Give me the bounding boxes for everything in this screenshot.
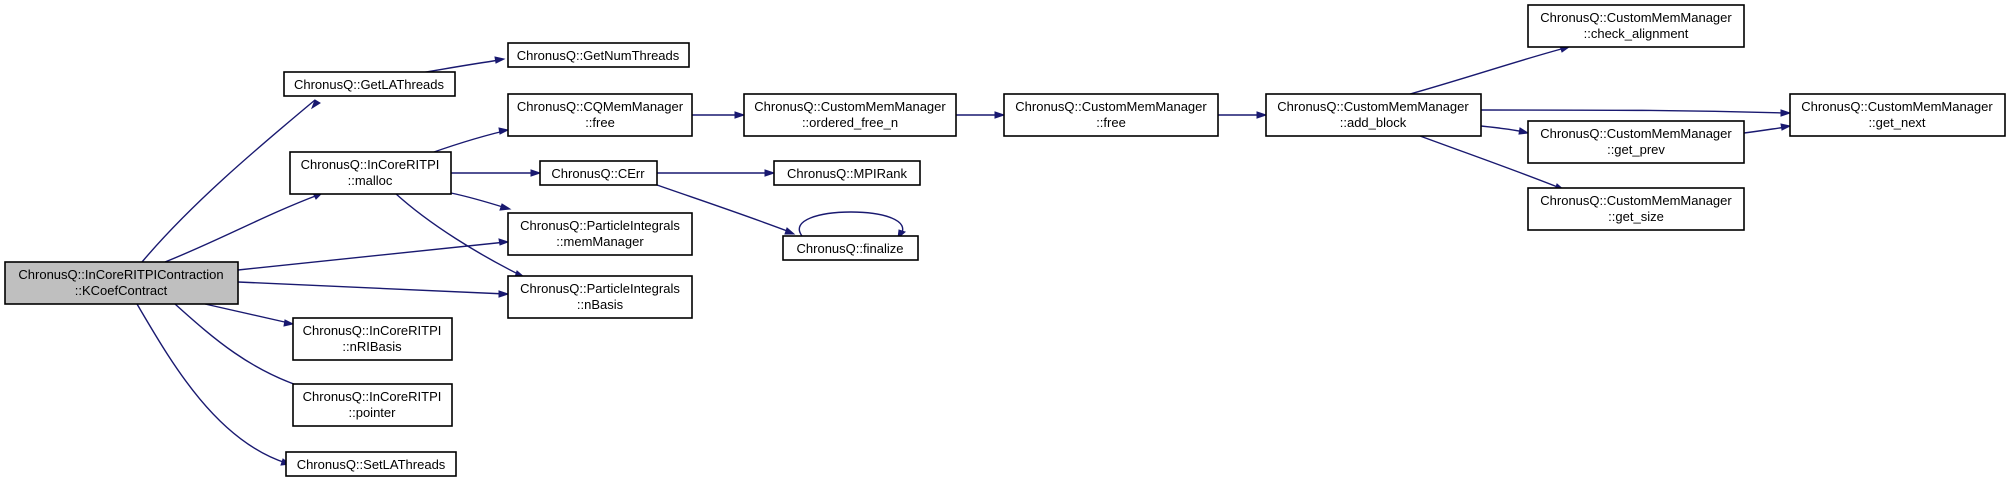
node-custom-free-line2: ::free: [1096, 115, 1126, 130]
node-get-size-line1: ChronusQ::CustomMemManager: [1540, 193, 1732, 208]
edge-root-to-getlathreads: [141, 99, 321, 263]
edge-root-to-pointer: [174, 303, 311, 391]
edge-cerr-to-mpirank: [657, 169, 776, 177]
node-incore-malloc-line1: ChronusQ::InCoreRITPI: [301, 157, 440, 172]
node-root-line1: ChronusQ::InCoreRITPIContraction: [18, 267, 223, 282]
edge-finalize-self: [798, 211, 906, 240]
edge-customfree-to-addblock: [1217, 111, 1268, 119]
node-setlathreads[interactable]: ChronusQ::SetLAThreads: [285, 451, 457, 477]
edge-addblock-to-getprev: [1480, 125, 1530, 135]
edges: [136, 45, 1792, 466]
edge-root-to-memmanager: [237, 238, 510, 271]
node-finalize[interactable]: ChronusQ::finalize: [782, 235, 919, 261]
node-add-block[interactable]: ChronusQ::CustomMemManager ::add_block: [1265, 93, 1482, 137]
edge-addblock-to-getnext: [1480, 109, 1792, 117]
edge-cqmemfree-to-orderedfree: [691, 111, 746, 119]
edge-cerr-to-finalize: [656, 184, 796, 235]
node-custom-free-line1: ChronusQ::CustomMemManager: [1015, 99, 1207, 114]
node-getlathreads-label: ChronusQ::GetLAThreads: [294, 77, 445, 92]
node-custom-free[interactable]: ChronusQ::CustomMemManager ::free: [1003, 93, 1219, 137]
node-nbasis-line2: ::nBasis: [577, 297, 624, 312]
node-setlathreads-label: ChronusQ::SetLAThreads: [297, 457, 446, 472]
node-add-block-line2: ::add_block: [1340, 115, 1407, 130]
node-check-alignment-line1: ChronusQ::CustomMemManager: [1540, 10, 1732, 25]
node-ordered-free-n-line1: ChronusQ::CustomMemManager: [754, 99, 946, 114]
edge-root-to-nbasis: [237, 281, 510, 298]
edge-malloc-to-memmanager: [450, 192, 512, 211]
node-getlathreads[interactable]: ChronusQ::GetLAThreads: [283, 71, 456, 97]
edge-getlathreads-to-getnumthreads: [419, 56, 506, 74]
node-get-prev[interactable]: ChronusQ::CustomMemManager ::get_prev: [1527, 120, 1745, 164]
edge-root-to-nribasis: [204, 303, 295, 327]
node-check-alignment[interactable]: ChronusQ::CustomMemManager ::check_align…: [1527, 4, 1745, 48]
node-cqmem-free[interactable]: ChronusQ::CQMemManager ::free: [507, 93, 693, 137]
node-get-size[interactable]: ChronusQ::CustomMemManager ::get_size: [1527, 187, 1745, 231]
node-nribasis[interactable]: ChronusQ::InCoreRITPI ::nRIBasis: [292, 317, 453, 361]
node-cerr[interactable]: ChronusQ::CErr: [539, 160, 658, 186]
node-incore-malloc[interactable]: ChronusQ::InCoreRITPI ::malloc: [289, 151, 452, 195]
edge-root-to-malloc: [164, 192, 324, 263]
node-ordered-free-n[interactable]: ChronusQ::CustomMemManager ::ordered_fre…: [743, 93, 957, 137]
node-nribasis-line1: ChronusQ::InCoreRITPI: [303, 323, 442, 338]
node-get-size-line2: ::get_size: [1608, 209, 1664, 224]
node-nribasis-line2: ::nRIBasis: [342, 339, 402, 354]
node-mpirank-label: ChronusQ::MPIRank: [787, 166, 907, 181]
node-memmanager[interactable]: ChronusQ::ParticleIntegrals ::memManager: [507, 212, 693, 256]
node-mpirank[interactable]: ChronusQ::MPIRank: [773, 160, 921, 186]
edge-malloc-to-cerr: [451, 169, 542, 177]
node-incore-malloc-line2: ::malloc: [348, 173, 393, 188]
node-pointer[interactable]: ChronusQ::InCoreRITPI ::pointer: [292, 383, 453, 427]
node-cqmem-free-line2: ::free: [585, 115, 615, 130]
edge-orderedfree-to-customfree: [955, 111, 1006, 119]
node-get-prev-line2: ::get_prev: [1607, 142, 1665, 157]
node-check-alignment-line2: ::check_alignment: [1584, 26, 1689, 41]
node-get-next-line2: ::get_next: [1868, 115, 1925, 130]
node-get-next[interactable]: ChronusQ::CustomMemManager ::get_next: [1789, 93, 2006, 137]
edge-getprev-to-getnext: [1743, 123, 1792, 134]
node-memmanager-line1: ChronusQ::ParticleIntegrals: [520, 218, 680, 233]
node-root[interactable]: ChronusQ::InCoreRITPIContraction ::KCoef…: [4, 261, 239, 305]
node-pointer-line1: ChronusQ::InCoreRITPI: [303, 389, 442, 404]
nodes: ChronusQ::InCoreRITPIContraction ::KCoef…: [4, 4, 2006, 477]
node-pointer-line2: ::pointer: [349, 405, 397, 420]
node-ordered-free-n-line2: ::ordered_free_n: [802, 115, 898, 130]
node-add-block-line1: ChronusQ::CustomMemManager: [1277, 99, 1469, 114]
node-cqmem-free-line1: ChronusQ::CQMemManager: [517, 99, 684, 114]
node-finalize-label: ChronusQ::finalize: [797, 241, 904, 256]
node-cerr-label: ChronusQ::CErr: [551, 166, 645, 181]
edge-root-to-setlathreads: [136, 303, 292, 466]
node-nbasis[interactable]: ChronusQ::ParticleIntegrals ::nBasis: [507, 275, 693, 319]
node-getnumthreads[interactable]: ChronusQ::GetNumThreads: [507, 42, 690, 68]
node-getnumthreads-label: ChronusQ::GetNumThreads: [517, 48, 680, 63]
edge-addblock-to-checkalignment: [1409, 45, 1571, 95]
node-root-line2: ::KCoefContract: [75, 283, 168, 298]
node-get-next-line1: ChronusQ::CustomMemManager: [1801, 99, 1993, 114]
node-memmanager-line2: ::memManager: [556, 234, 644, 249]
node-nbasis-line1: ChronusQ::ParticleIntegrals: [520, 281, 680, 296]
node-get-prev-line1: ChronusQ::CustomMemManager: [1540, 126, 1732, 141]
